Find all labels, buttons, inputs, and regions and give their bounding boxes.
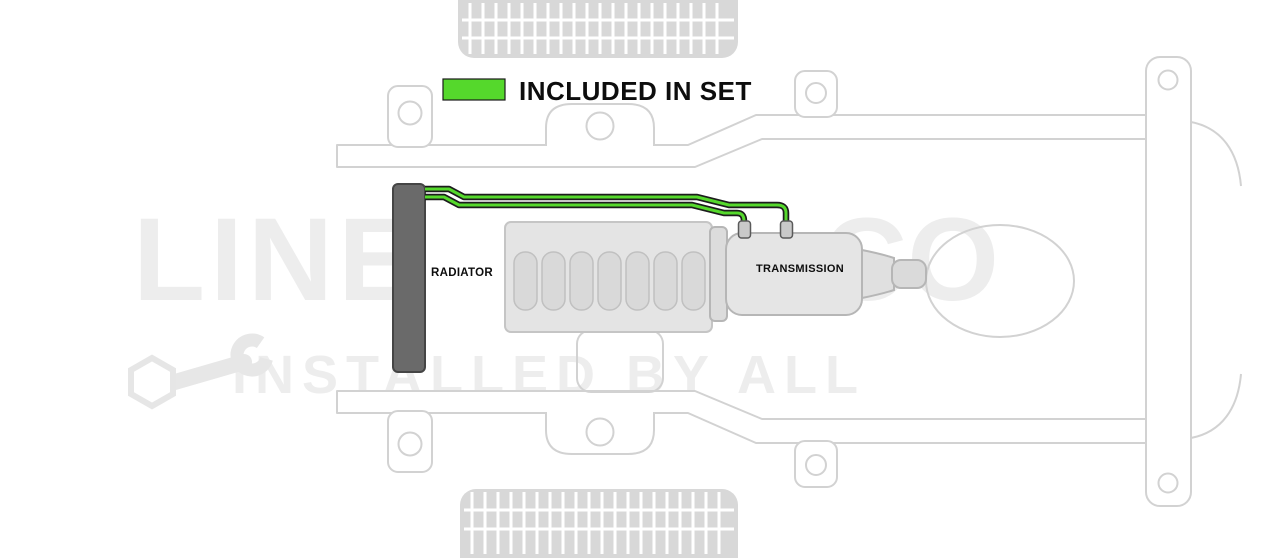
transmission-assembly [709,226,927,322]
engine-runner [625,251,650,311]
engine-runner [541,251,566,311]
legend: INCLUDED IN SET [442,76,752,106]
watermark-brand-left: LINE [133,194,422,326]
frame-rail-top [336,114,1148,168]
tire-top-treads [462,3,734,54]
hex-nut-icon [128,354,176,410]
chassis-frame [336,56,1242,507]
radiator [392,183,426,373]
bellhousing-flange [709,226,728,322]
tire-bottom [460,489,738,558]
cooler-line-outer [425,187,788,231]
engine-runners [513,251,706,311]
transmission-label: TRANSMISSION [756,263,844,275]
engine-block [504,221,713,333]
frame-horn-bottom [1190,373,1242,439]
rear-crossmember [1145,56,1192,507]
engine-runner [681,251,706,311]
engine-runner [597,251,622,311]
cooler-line-inner [425,195,746,231]
wrench-icon [128,333,273,410]
fitting-rear [779,220,794,239]
frame-horn-top [1190,121,1242,187]
crossmember-hole [585,417,615,447]
tire-top [458,0,738,58]
legend-swatch [442,78,506,101]
mount-hole [397,431,423,457]
engine-runner [569,251,594,311]
transmission-tailcone [861,248,895,300]
mount-hole [805,82,827,104]
mount-hole [1157,69,1179,91]
mount-hole [805,454,827,476]
tire-bottom-treads [464,492,734,554]
legend-label: INCLUDED IN SET [519,76,752,106]
crossmember-hole [585,111,615,141]
mount-hole [397,100,423,126]
mount-hole [1157,472,1179,494]
line-fittings [737,220,794,239]
cooler-lines-highlight [425,187,788,231]
engine-runner [513,251,538,311]
fitting-front [737,220,752,239]
radiator-label: RADIATOR [431,267,493,279]
engine-runner [653,251,678,311]
output-shaft [891,259,927,289]
